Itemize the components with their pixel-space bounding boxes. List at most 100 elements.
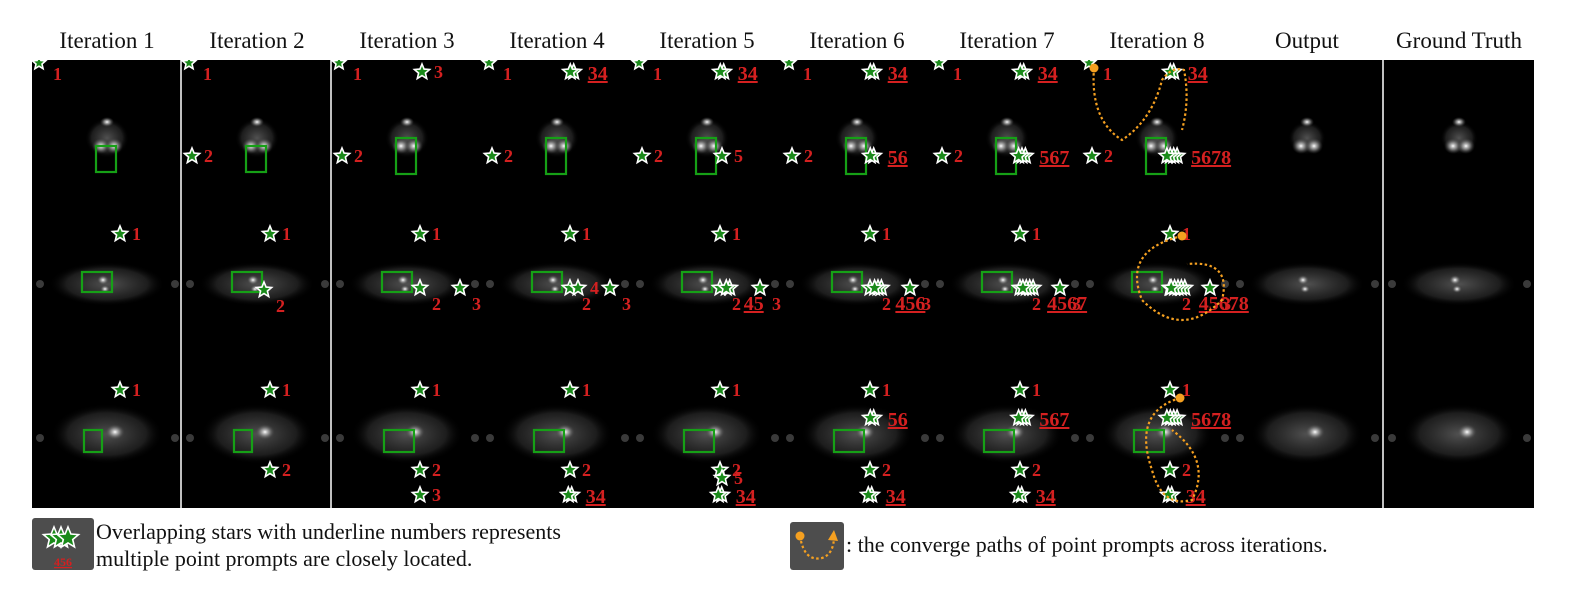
prompt-number-label: 1: [582, 224, 591, 244]
point-prompt-star: [632, 145, 652, 165]
bounding-box-prompt: [230, 270, 264, 294]
prompt-number-label: 34: [738, 63, 758, 85]
ct-cell: [1236, 117, 1379, 464]
prompt-number-label: 1: [282, 224, 291, 244]
legend-path-text: : the converge paths of point prompts ac…: [846, 532, 1328, 557]
point-prompt-star: [260, 459, 280, 479]
point-prompt-star: [1009, 145, 1029, 165]
bounding-box-prompt: [982, 428, 1016, 454]
prompt-number-label: 2: [354, 146, 363, 166]
bounding-box-prompt: [532, 428, 566, 454]
prompt-number-label: 1: [132, 224, 141, 244]
overlapping-stars-icon: 456: [32, 518, 94, 570]
prompt-number-label: 1: [132, 380, 141, 400]
point-prompt-star: [710, 223, 730, 243]
prompt-number-label: 3: [434, 62, 443, 82]
converge-path-arrow: [1092, 67, 1188, 142]
prompt-number-label: 2: [954, 146, 963, 166]
prompt-number-label: 2: [1182, 294, 1191, 314]
prompt-number-label: 2: [732, 294, 741, 314]
point-prompt-star: [710, 379, 730, 399]
path-start-dot: [1175, 393, 1185, 403]
point-prompt-star: [858, 484, 878, 504]
column-title: Iteration 5: [659, 28, 755, 53]
bounding-box-prompt: [1132, 428, 1166, 454]
prompt-number-label: 34: [1186, 486, 1206, 508]
path-start-dot: [1089, 63, 1099, 73]
point-prompt-star: [1161, 277, 1181, 297]
prompt-number-label: 1: [882, 380, 891, 400]
prompt-number-label: 5678: [1191, 409, 1231, 431]
bounding-box-prompt: [244, 144, 268, 174]
prompt-number-label: 34: [1188, 63, 1208, 85]
converge-path-arrow: [1145, 396, 1200, 503]
prompt-number-label: 3: [622, 294, 631, 314]
bounding-box-prompt: [680, 270, 714, 294]
column-title: Ground Truth: [1396, 28, 1522, 53]
bounding-box-prompt: [530, 270, 564, 294]
point-prompt-star: [180, 60, 198, 71]
point-prompt-star: [1013, 277, 1033, 297]
prompt-number-label: 34: [888, 63, 908, 85]
prompt-number-label: 34: [1038, 63, 1058, 85]
prompt-number-label: 1: [282, 380, 291, 400]
bounding-box-prompt: [380, 270, 414, 294]
point-prompt-star: [708, 484, 728, 504]
prompt-number-label: 1: [353, 64, 362, 84]
point-prompt-star: [712, 145, 732, 165]
prompt-number-label: 2: [582, 294, 591, 314]
point-prompt-star: [1082, 145, 1102, 165]
point-prompt-star: [1010, 61, 1030, 81]
prompt-number-label: 1: [803, 64, 812, 84]
prompt-number-label: 34: [588, 63, 608, 85]
point-prompt-star: [860, 145, 880, 165]
prompt-number-label: 3: [472, 294, 481, 314]
point-prompt-star: [860, 61, 880, 81]
point-prompt-star: [260, 223, 280, 243]
point-prompt-star: [1010, 379, 1030, 399]
point-prompt-star: [865, 277, 885, 297]
point-prompt-star: [1160, 459, 1180, 479]
legend-overlap-text-line2: multiple point prompts are closely locat…: [96, 546, 473, 571]
prompt-number-label: 2: [504, 146, 513, 166]
prompt-number-label: 56: [888, 409, 908, 431]
column-title: Iteration 2: [209, 28, 305, 53]
column-title: Iteration 7: [959, 28, 1055, 53]
prompt-number-label: 2: [204, 146, 213, 166]
prompt-number-label: 1: [203, 64, 212, 84]
bounding-box-prompt: [82, 428, 104, 454]
prompt-number-label: 45: [744, 293, 764, 315]
prompt-number-label: 1: [432, 224, 441, 244]
bounding-box-prompt: [694, 136, 718, 176]
prompt-number-label: 56: [888, 147, 908, 169]
prompt-number-label: 1: [53, 64, 62, 84]
legend-overlap-text-line1: Overlapping stars with underline numbers…: [96, 519, 561, 544]
prompt-number-label: 3: [922, 294, 931, 314]
point-prompt-star: [482, 145, 502, 165]
bounding-box-prompt: [832, 428, 866, 454]
point-prompt-star: [932, 145, 952, 165]
point-prompt-star: [1010, 223, 1030, 243]
point-prompt-star: [1160, 379, 1180, 399]
point-prompt-star: [860, 223, 880, 243]
prompt-number-label: 2: [276, 296, 285, 316]
prompt-number-label: 2: [1104, 146, 1113, 166]
point-prompt-star: [260, 379, 280, 399]
prompt-number-label: 456: [895, 293, 925, 315]
prompt-number-label: 34: [736, 486, 756, 508]
column-title: Iteration 4: [509, 28, 605, 53]
bounding-box-prompt: [80, 270, 114, 294]
point-prompt-star: [1157, 145, 1177, 165]
prompt-number-label: 1: [653, 64, 662, 84]
prompt-number-label: 3: [1072, 294, 1081, 314]
point-prompt-star: [110, 379, 130, 399]
prompt-number-label: 3: [1222, 294, 1231, 314]
prompt-number-label: 1: [1032, 224, 1041, 244]
point-prompt-star: [410, 379, 430, 399]
point-prompt-star: [860, 459, 880, 479]
prompt-number-label: 2: [882, 294, 891, 314]
column-title: Iteration 3: [359, 28, 455, 53]
prompt-number-label: 1: [503, 64, 512, 84]
prompt-number-label: 4567: [1047, 293, 1087, 315]
